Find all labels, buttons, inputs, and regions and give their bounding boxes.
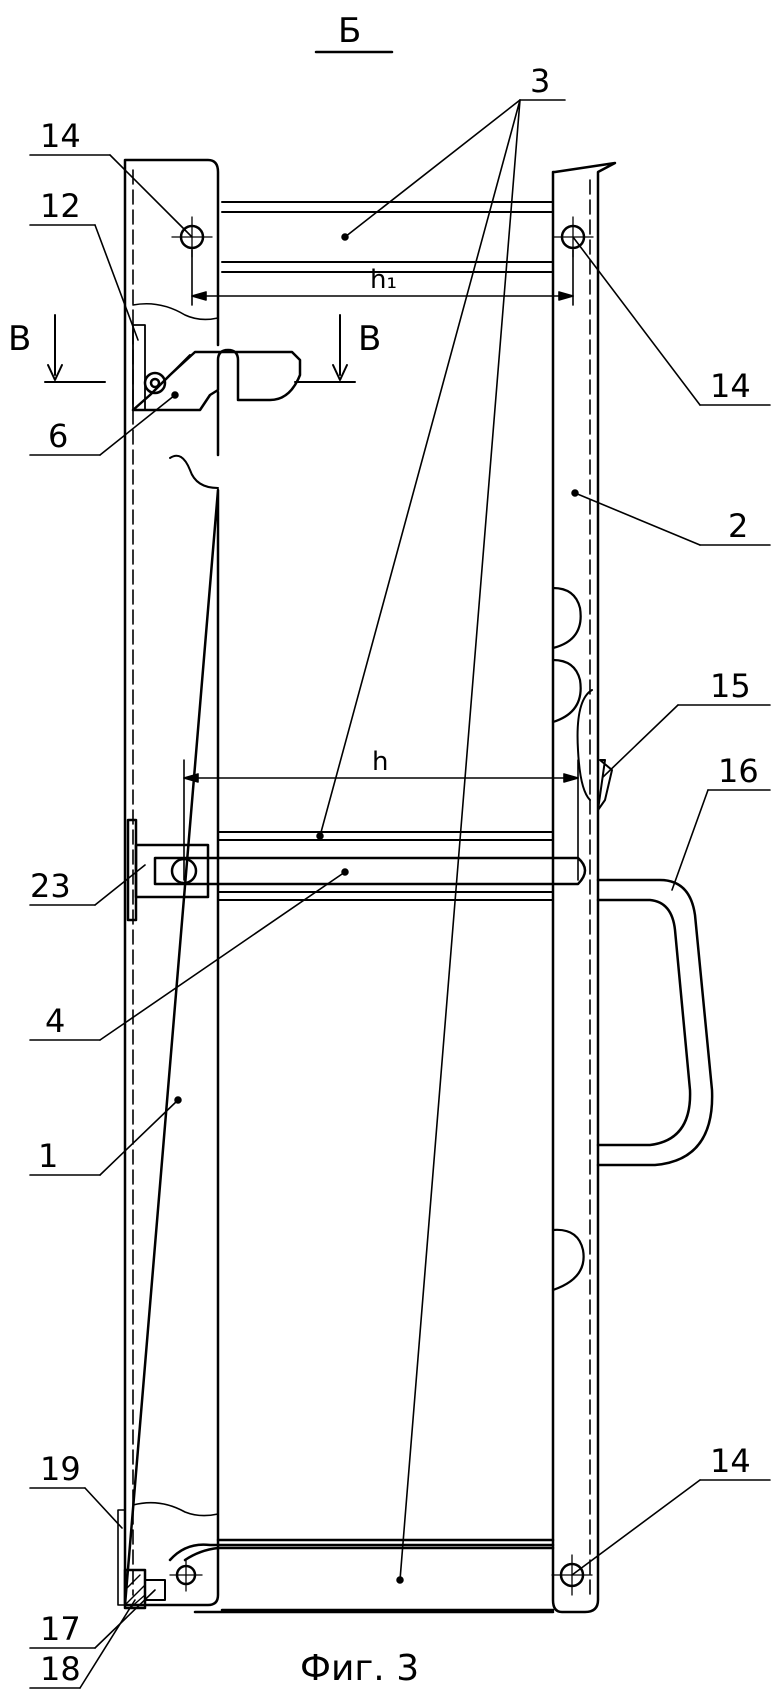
callout-3: 3 (530, 62, 550, 100)
dimension-label-h1: h₁ (370, 265, 397, 295)
leader-lines (29, 99, 771, 1689)
spring-plate-12 (132, 324, 146, 411)
section-mark-left (44, 314, 106, 383)
bottom-crossbar (183, 1538, 555, 1612)
dimension-h (183, 759, 579, 881)
latch-pivot-inner (149, 377, 161, 389)
callout-2: 2 (728, 507, 748, 545)
right-rail (551, 161, 617, 1614)
callout-6: 6 (48, 417, 68, 455)
sliding-bar (153, 856, 587, 886)
dot-part-3-bottom (396, 1576, 404, 1584)
left-rail (123, 158, 220, 1607)
callout-14-top-left: 14 (40, 117, 81, 155)
view-label: Б (338, 11, 361, 51)
dot-part-2 (571, 489, 579, 497)
left-rail-break-top (132, 302, 219, 321)
callout-15: 15 (710, 667, 751, 705)
handle-16 (596, 878, 714, 1167)
section-mark-right (294, 314, 356, 383)
callout-18: 18 (40, 1650, 81, 1688)
middle-crossbar (217, 831, 554, 901)
left-rail-recess-top (169, 454, 219, 489)
pin-15 (576, 689, 613, 811)
stop-block-17 (144, 1579, 166, 1601)
latch-pivot (143, 371, 167, 395)
figure-caption: Фиг. 3 (300, 1648, 419, 1689)
section-label-left: В (8, 319, 31, 359)
callout-14-top-right: 14 (710, 367, 751, 405)
hole-14-bottom-left (169, 1558, 203, 1592)
callout-16: 16 (718, 752, 759, 790)
stop-block-hatch (124, 1574, 146, 1609)
right-rail-notches (551, 586, 585, 1292)
dot-part-3-top (341, 233, 349, 241)
callout-17: 17 (40, 1610, 81, 1648)
bracket-23 (134, 843, 210, 899)
left-rail-break-bottom (132, 1501, 219, 1517)
callout-23: 23 (30, 867, 71, 905)
dot-part-4 (341, 868, 349, 876)
top-crossbar (221, 201, 554, 273)
dot-part-3-mid (316, 832, 324, 840)
dot-part-6 (171, 391, 179, 399)
callout-4: 4 (45, 1002, 65, 1040)
latch-spring (164, 354, 191, 381)
dimension-label-h: h (372, 747, 388, 777)
bottom-elbow (168, 1543, 555, 1614)
dimension-h1 (191, 249, 574, 306)
callout-14-bottom: 14 (710, 1442, 751, 1480)
latch-6 (131, 348, 302, 412)
callout-12: 12 (40, 187, 81, 225)
stop-19-hatch (117, 1509, 126, 1606)
callout-19: 19 (40, 1450, 81, 1488)
dot-part-1 (174, 1096, 182, 1104)
callout-1: 1 (38, 1137, 58, 1175)
section-label-right: В (358, 319, 381, 359)
